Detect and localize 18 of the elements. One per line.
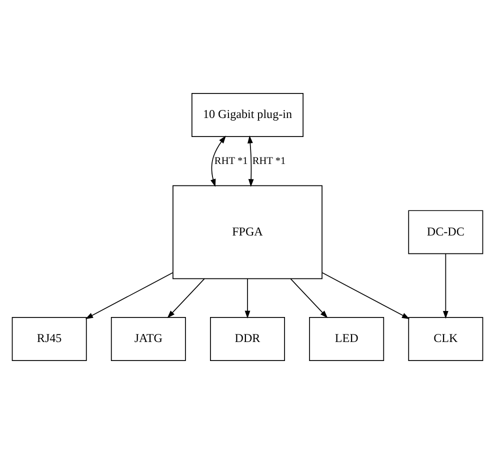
arrow — [322, 272, 410, 320]
arrow — [442, 253, 448, 319]
arrow — [248, 136, 254, 187]
arrow — [290, 278, 328, 318]
node-box: LED — [309, 317, 384, 361]
edge-label: RHT *1 — [252, 156, 286, 167]
node-box: CLK — [408, 317, 484, 361]
node-box: JATG — [110, 317, 186, 361]
node-box: FPGA — [172, 185, 322, 280]
node-box: RJ45 — [12, 317, 87, 361]
edge-label: RHT *1 — [214, 156, 248, 167]
node-box: DC-DC — [408, 210, 484, 254]
arrow — [85, 272, 174, 320]
arrow — [210, 136, 226, 187]
node-box: 10 Gigabit plug-in — [192, 93, 304, 137]
node-box: DDR — [210, 317, 285, 361]
arrow — [167, 278, 205, 318]
arrow — [244, 278, 250, 319]
